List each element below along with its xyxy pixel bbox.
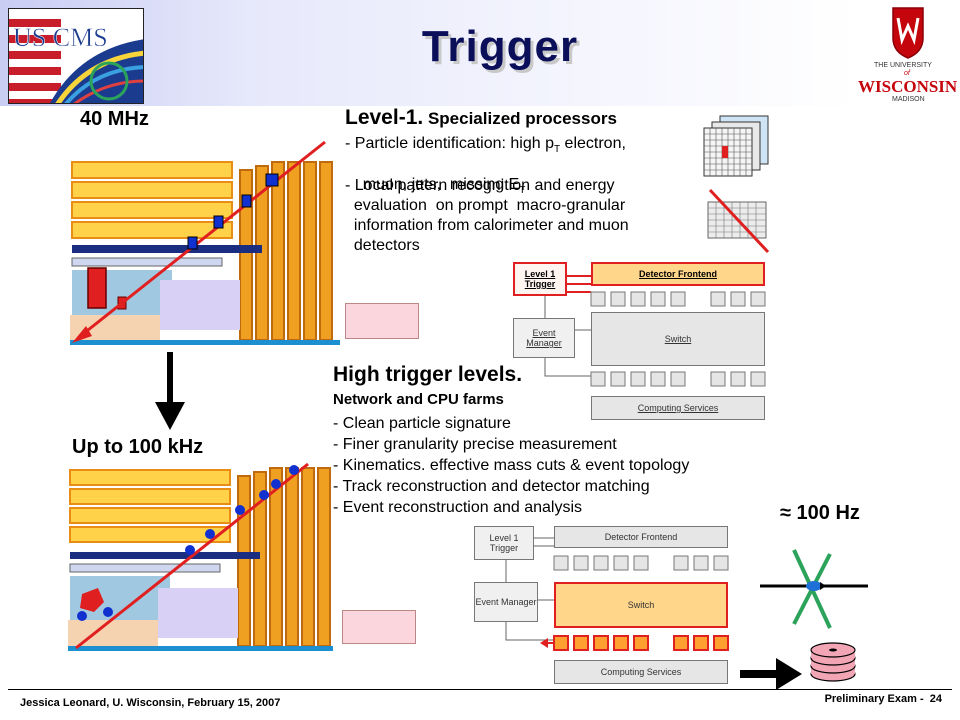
slide-title: Trigger (421, 22, 579, 71)
detector-view-high-level (68, 462, 333, 652)
uw-line1: THE UNIVERSITY (874, 62, 932, 69)
uw-line2: of (904, 70, 910, 77)
footer-page-info: Preliminary Exam - 24 (825, 693, 942, 705)
uw-logo: THE UNIVERSITY of WISCONSIN MADISON (858, 4, 958, 104)
d2-detector-frontend: Detector Frontend (554, 526, 728, 548)
level1-bullet-2-text: muon, jets, missing E (353, 176, 520, 193)
d1-event-manager: Event Manager (513, 318, 575, 358)
level1-rate: 40 MHz (80, 108, 149, 130)
high-level-rate: Up to 100 kHz (72, 436, 204, 458)
high-level-heading: High trigger levels. (333, 363, 523, 386)
high-level-bullet-5: - Event reconstruction and analysis (333, 499, 583, 516)
level1-bullet-1: - Particle identification: high pT elect… (345, 134, 626, 160)
d1-computing-services: Computing Services (591, 396, 765, 420)
down-arrow-icon (155, 352, 185, 432)
d2-level1-trigger: Level 1 Trigger (474, 526, 534, 560)
trigger-diagram-1: Level 1 Trigger Detector Frontend Event … (505, 258, 767, 424)
high-level-sub-heading: Network and CPU farms (333, 391, 504, 408)
trigger-diagram-2: Level 1 Trigger Detector Frontend Event … (470, 522, 732, 688)
footer-label: Preliminary Exam - (824, 693, 924, 705)
level1-bullet-4: evaluation on prompt macro-granular (345, 197, 626, 214)
d1-level1-trigger: Level 1 Trigger (513, 262, 567, 296)
disk-storage-icon (808, 636, 858, 684)
level1-bullet-6: detectors (345, 237, 420, 254)
level1-bullet-5: information from calorimeter and muon (345, 217, 629, 234)
level1-bullet-2-sub: T (519, 185, 526, 197)
event-topology-icon (760, 544, 870, 630)
calorimeter-grid-icon (700, 114, 775, 256)
level1-heading-main: Level-1. (345, 106, 424, 129)
level1-bullet-3: - Local pattern recognition and energy (345, 177, 615, 194)
d2-computing-services: Computing Services (554, 660, 728, 684)
d2-switch: Switch (554, 582, 728, 628)
final-rate: ≈ 100 Hz (780, 502, 860, 524)
level1-bullet-1-text: - Particle identification: high p (345, 135, 554, 152)
readout-box-high-level (342, 610, 416, 644)
d2-event-manager: Event Manager (474, 582, 538, 622)
level1-heading-rest: Specialized processors (423, 109, 617, 128)
high-level-bullet-2: - Finer granularity precise measurement (333, 436, 617, 453)
high-level-bullet-3: - Kinematics. effective mass cuts & even… (333, 457, 690, 474)
footer-author: Jessica Leonard, U. Wisconsin, February … (20, 697, 281, 709)
level1-heading: Level-1. Specialized processors (345, 106, 617, 130)
d1-detector-frontend: Detector Frontend (591, 262, 765, 286)
readout-box-level1 (345, 303, 419, 339)
high-level-bullet-1: - Clean particle signature (333, 415, 511, 432)
uw-name: WISCONSIN (858, 77, 958, 96)
level1-bullet-2: muon, jets, missing ET (345, 155, 526, 201)
detector-view-level1 (70, 140, 340, 345)
high-level-bullet-4: - Track reconstruction and detector matc… (333, 478, 650, 495)
uscms-logo-text: US CMS (13, 23, 108, 53)
footer-rule (8, 689, 952, 690)
level1-bullet-1-sub: T (554, 144, 561, 156)
uw-line3: MADISON (892, 96, 925, 103)
level1-bullet-1-tail: electron, (560, 135, 626, 152)
footer-page-number: 24 (929, 693, 942, 705)
storage-arrow-icon (740, 656, 802, 692)
uscms-logo: US CMS (8, 8, 144, 104)
d1-switch: Switch (591, 312, 765, 366)
